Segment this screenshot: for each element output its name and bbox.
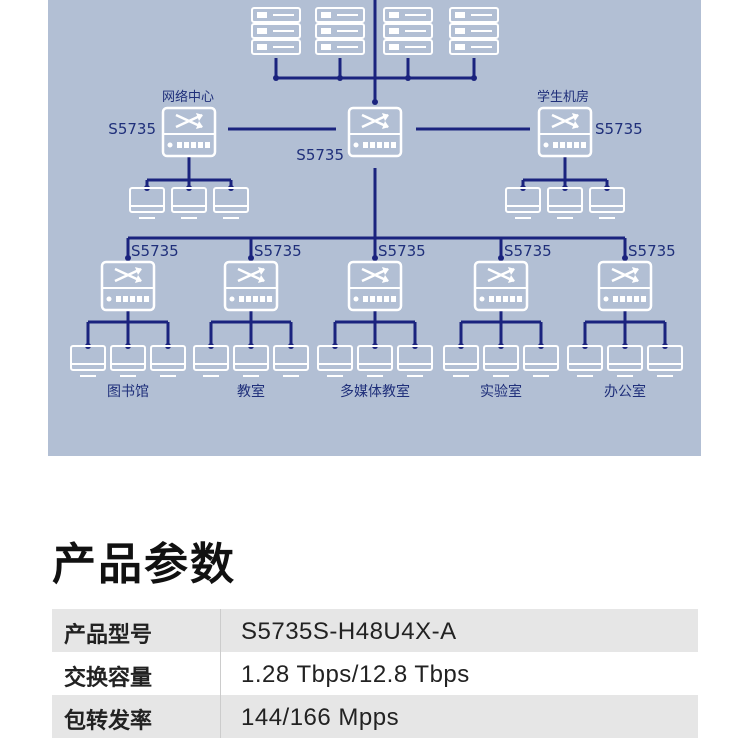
column-divider: [220, 652, 221, 695]
switch-icon: [223, 260, 279, 312]
switch-icon: [537, 106, 593, 158]
link-node-dot: [248, 255, 254, 261]
server-icon: [449, 7, 499, 55]
area-label: 网络中心: [162, 89, 214, 105]
monitor-icon: [233, 345, 269, 377]
switch-model-label: S5735: [296, 146, 344, 164]
monitor-icon: [589, 187, 625, 219]
spec-row-capacity: 交换容量 1.28 Tbps/12.8 Tbps: [52, 652, 698, 695]
monitor-icon: [150, 345, 186, 377]
link-node-dot: [622, 255, 628, 261]
switch-icon: [347, 106, 403, 158]
link-node-dot: [471, 75, 477, 81]
link-node-dot: [498, 255, 504, 261]
monitor-icon: [110, 345, 146, 377]
monitor-icon: [213, 187, 249, 219]
switch-model-label: S5735: [504, 242, 552, 260]
switch-model-label: S5735: [131, 242, 179, 260]
monitor-icon: [567, 345, 603, 377]
area-label: 图书馆: [107, 384, 149, 400]
switch-icon: [100, 260, 156, 312]
link-node-dot: [337, 75, 343, 81]
switch-icon: [161, 106, 217, 158]
monitor-icon: [397, 345, 433, 377]
area-label: 多媒体教室: [340, 383, 410, 400]
spec-value: 144/166 Mpps: [241, 704, 400, 731]
monitor-icon: [171, 187, 207, 219]
link-node-dot: [273, 75, 279, 81]
spec-value: S5735S-H48U4X-A: [241, 618, 457, 645]
monitor-icon: [547, 187, 583, 219]
switch-icon: [347, 260, 403, 312]
server-icon: [383, 7, 433, 55]
link-node-dot: [405, 75, 411, 81]
monitor-icon: [647, 345, 683, 377]
monitor-icon: [523, 345, 559, 377]
switch-icon: [597, 260, 653, 312]
spec-key: 包转发率: [64, 709, 153, 734]
spec-value: 1.28 Tbps/12.8 Tbps: [241, 661, 470, 688]
area-label: 教室: [237, 383, 265, 400]
monitor-icon: [129, 187, 165, 219]
section-title: 产品参数: [52, 539, 236, 590]
switch-model-label: S5735: [254, 242, 302, 260]
monitor-icon: [357, 345, 393, 377]
monitor-icon: [505, 187, 541, 219]
area-label: 实验室: [480, 383, 522, 400]
switch-model-label: S5735: [595, 120, 643, 138]
monitor-icon: [317, 345, 353, 377]
column-divider: [220, 695, 221, 738]
switch-model-label: S5735: [628, 242, 676, 260]
monitor-icon: [483, 345, 519, 377]
spec-key: 产品型号: [64, 623, 153, 648]
area-label: 办公室: [604, 383, 646, 400]
spec-key: 交换容量: [64, 666, 153, 691]
link-node-dot: [372, 99, 378, 105]
switch-icon: [473, 260, 529, 312]
monitor-icon: [273, 345, 309, 377]
spec-row-model: 产品型号 S5735S-H48U4X-A: [52, 609, 698, 652]
switch-model-label: S5735: [378, 242, 426, 260]
server-icon: [251, 7, 301, 55]
server-icon: [315, 7, 365, 55]
monitor-icon: [443, 345, 479, 377]
link-node-dot: [125, 255, 131, 261]
area-label: 学生机房: [537, 89, 589, 105]
monitor-icon: [193, 345, 229, 377]
spec-row-forwarding: 包转发率 144/166 Mpps: [52, 695, 698, 738]
monitor-icon: [607, 345, 643, 377]
monitor-icon: [70, 345, 106, 377]
column-divider: [220, 609, 221, 652]
switch-model-label: S5735: [108, 120, 156, 138]
link-node-dot: [372, 255, 378, 261]
